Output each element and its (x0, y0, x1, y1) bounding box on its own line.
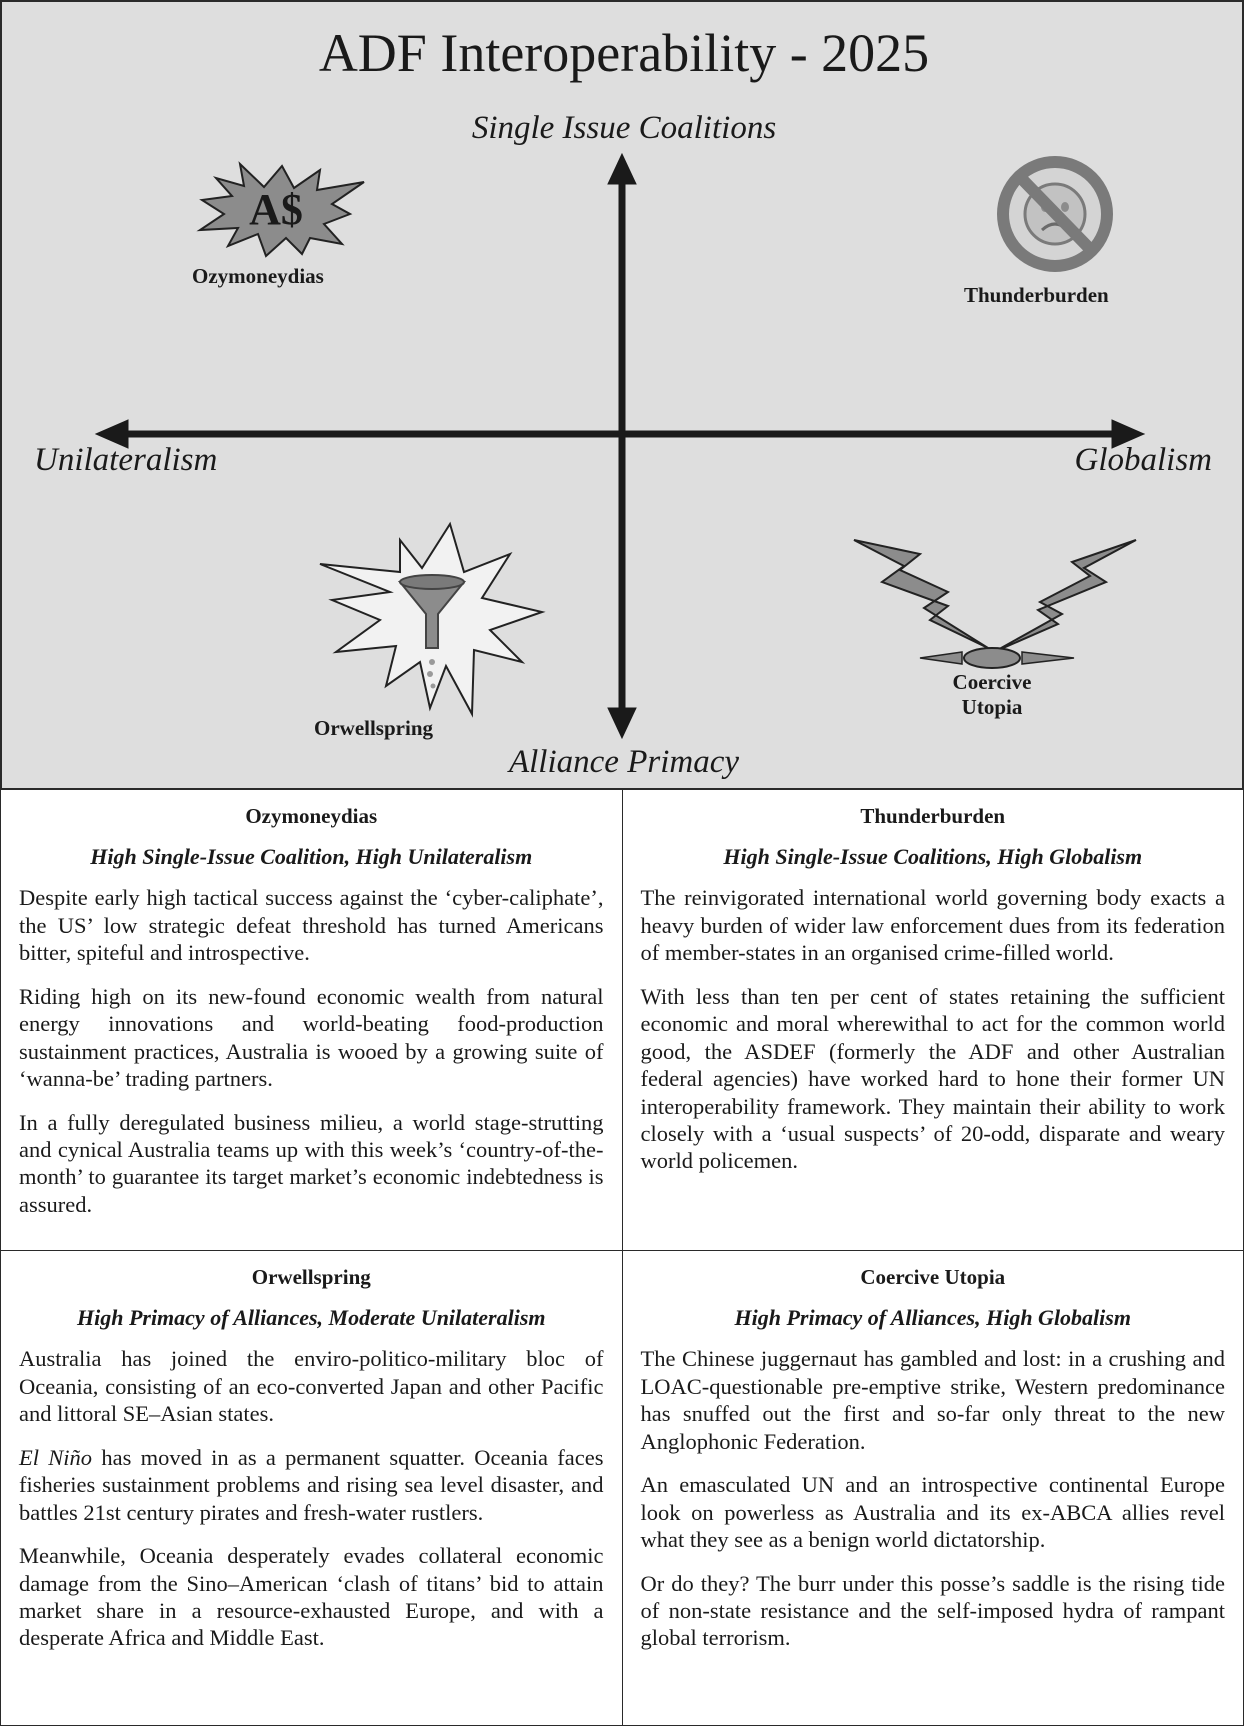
quadrant-label-line: Coercive (952, 670, 1032, 694)
quadrant-label-ozymoneydias: Ozymoneydias (192, 264, 324, 288)
scenario-paragraph: Meanwhile, Oceania desperately evades co… (19, 1543, 604, 1651)
scenario-paragraph: Despite early high tactical success agai… (19, 885, 604, 966)
italic-term: El Niño (19, 1444, 93, 1470)
scenario-title: Orwellspring (251, 1265, 371, 1289)
scenario-paragraph: In a fully deregulated business milieu, … (19, 1109, 604, 1217)
diagram-title: ADF Interoperability - 2025 (318, 23, 930, 83)
scenario-subtitle: High Single-Issue Coalition, High Unilat… (90, 843, 533, 869)
scenario-subtitle: High Single-Issue Coalitions, High Globa… (723, 843, 1143, 869)
quadrant-label-coercive-utopia: Coercive Utopia (950, 670, 1034, 720)
scenario-paragraph: Australia has joined the enviro-politico… (19, 1346, 604, 1427)
scenario-cell-ozymoneydias: Ozymoneydias High Single-Issue Coalition… (0, 790, 623, 1251)
paragraph-text: has moved in as a permanent squatter. Oc… (19, 1444, 604, 1525)
lightning-bolts-icon (853, 539, 1137, 669)
currency-text: A$ (249, 185, 303, 234)
scenario-title: Ozymoneydias (245, 804, 378, 828)
axis-label-left: Unilateralism (34, 442, 218, 478)
quadrant-label-orwellspring: Orwellspring (314, 716, 433, 740)
quadrant-label-thunderburden: Thunderburden (964, 283, 1109, 307)
scenario-subtitle: High Primacy of Alliances, High Globalis… (734, 1304, 1131, 1330)
burst-icon: A$ (196, 161, 365, 258)
scenario-paragraph: With less than ten per cent of states re… (640, 983, 1226, 1174)
scenario-diagram: ADF Interoperability - 2025 A$ (0, 0, 1244, 790)
scenario-paragraph: The Chinese juggernaut has gambled and l… (640, 1346, 1226, 1454)
vertical-axis (607, 152, 637, 740)
scenario-paragraph: Riding high on its new-found economic we… (19, 983, 604, 1092)
axis-label-bottom: Alliance Primacy (508, 744, 739, 780)
scenario-paragraph: An emasculated UN and an introspective c… (640, 1472, 1226, 1553)
scenario-cell-orwellspring: Orwellspring High Primacy of Alliances, … (0, 1250, 623, 1726)
scenario-paragraph: The reinvigorated international world go… (640, 885, 1226, 966)
quadrant-label-line: Utopia (961, 695, 1023, 719)
scenario-subtitle: High Primacy of Alliances, Moderate Unil… (76, 1304, 546, 1330)
axis-label-right: Globalism (1074, 442, 1212, 478)
axis-label-top: Single Issue Coalitions (471, 110, 777, 146)
scenario-cell-thunderburden: Thunderburden High Single-Issue Coalitio… (621, 790, 1244, 1251)
axes: A$ (94, 152, 1146, 740)
scenario-paragraph: Or do they? The burr under this posse’s … (640, 1570, 1226, 1651)
funnel-burst-icon (319, 521, 546, 718)
scenario-paragraph: El Niño has moved in as a permanent squa… (19, 1444, 604, 1526)
scenario-cell-coercive-utopia: Coercive Utopia High Primacy of Alliance… (621, 1250, 1244, 1726)
frown-prohibited-icon (997, 156, 1113, 272)
horizontal-axis (94, 419, 1146, 449)
scenario-table: Ozymoneydias High Single-Issue Coalition… (0, 790, 1244, 1726)
scenario-title: Coercive Utopia (860, 1265, 1006, 1289)
scenario-title: Thunderburden (860, 804, 1006, 828)
